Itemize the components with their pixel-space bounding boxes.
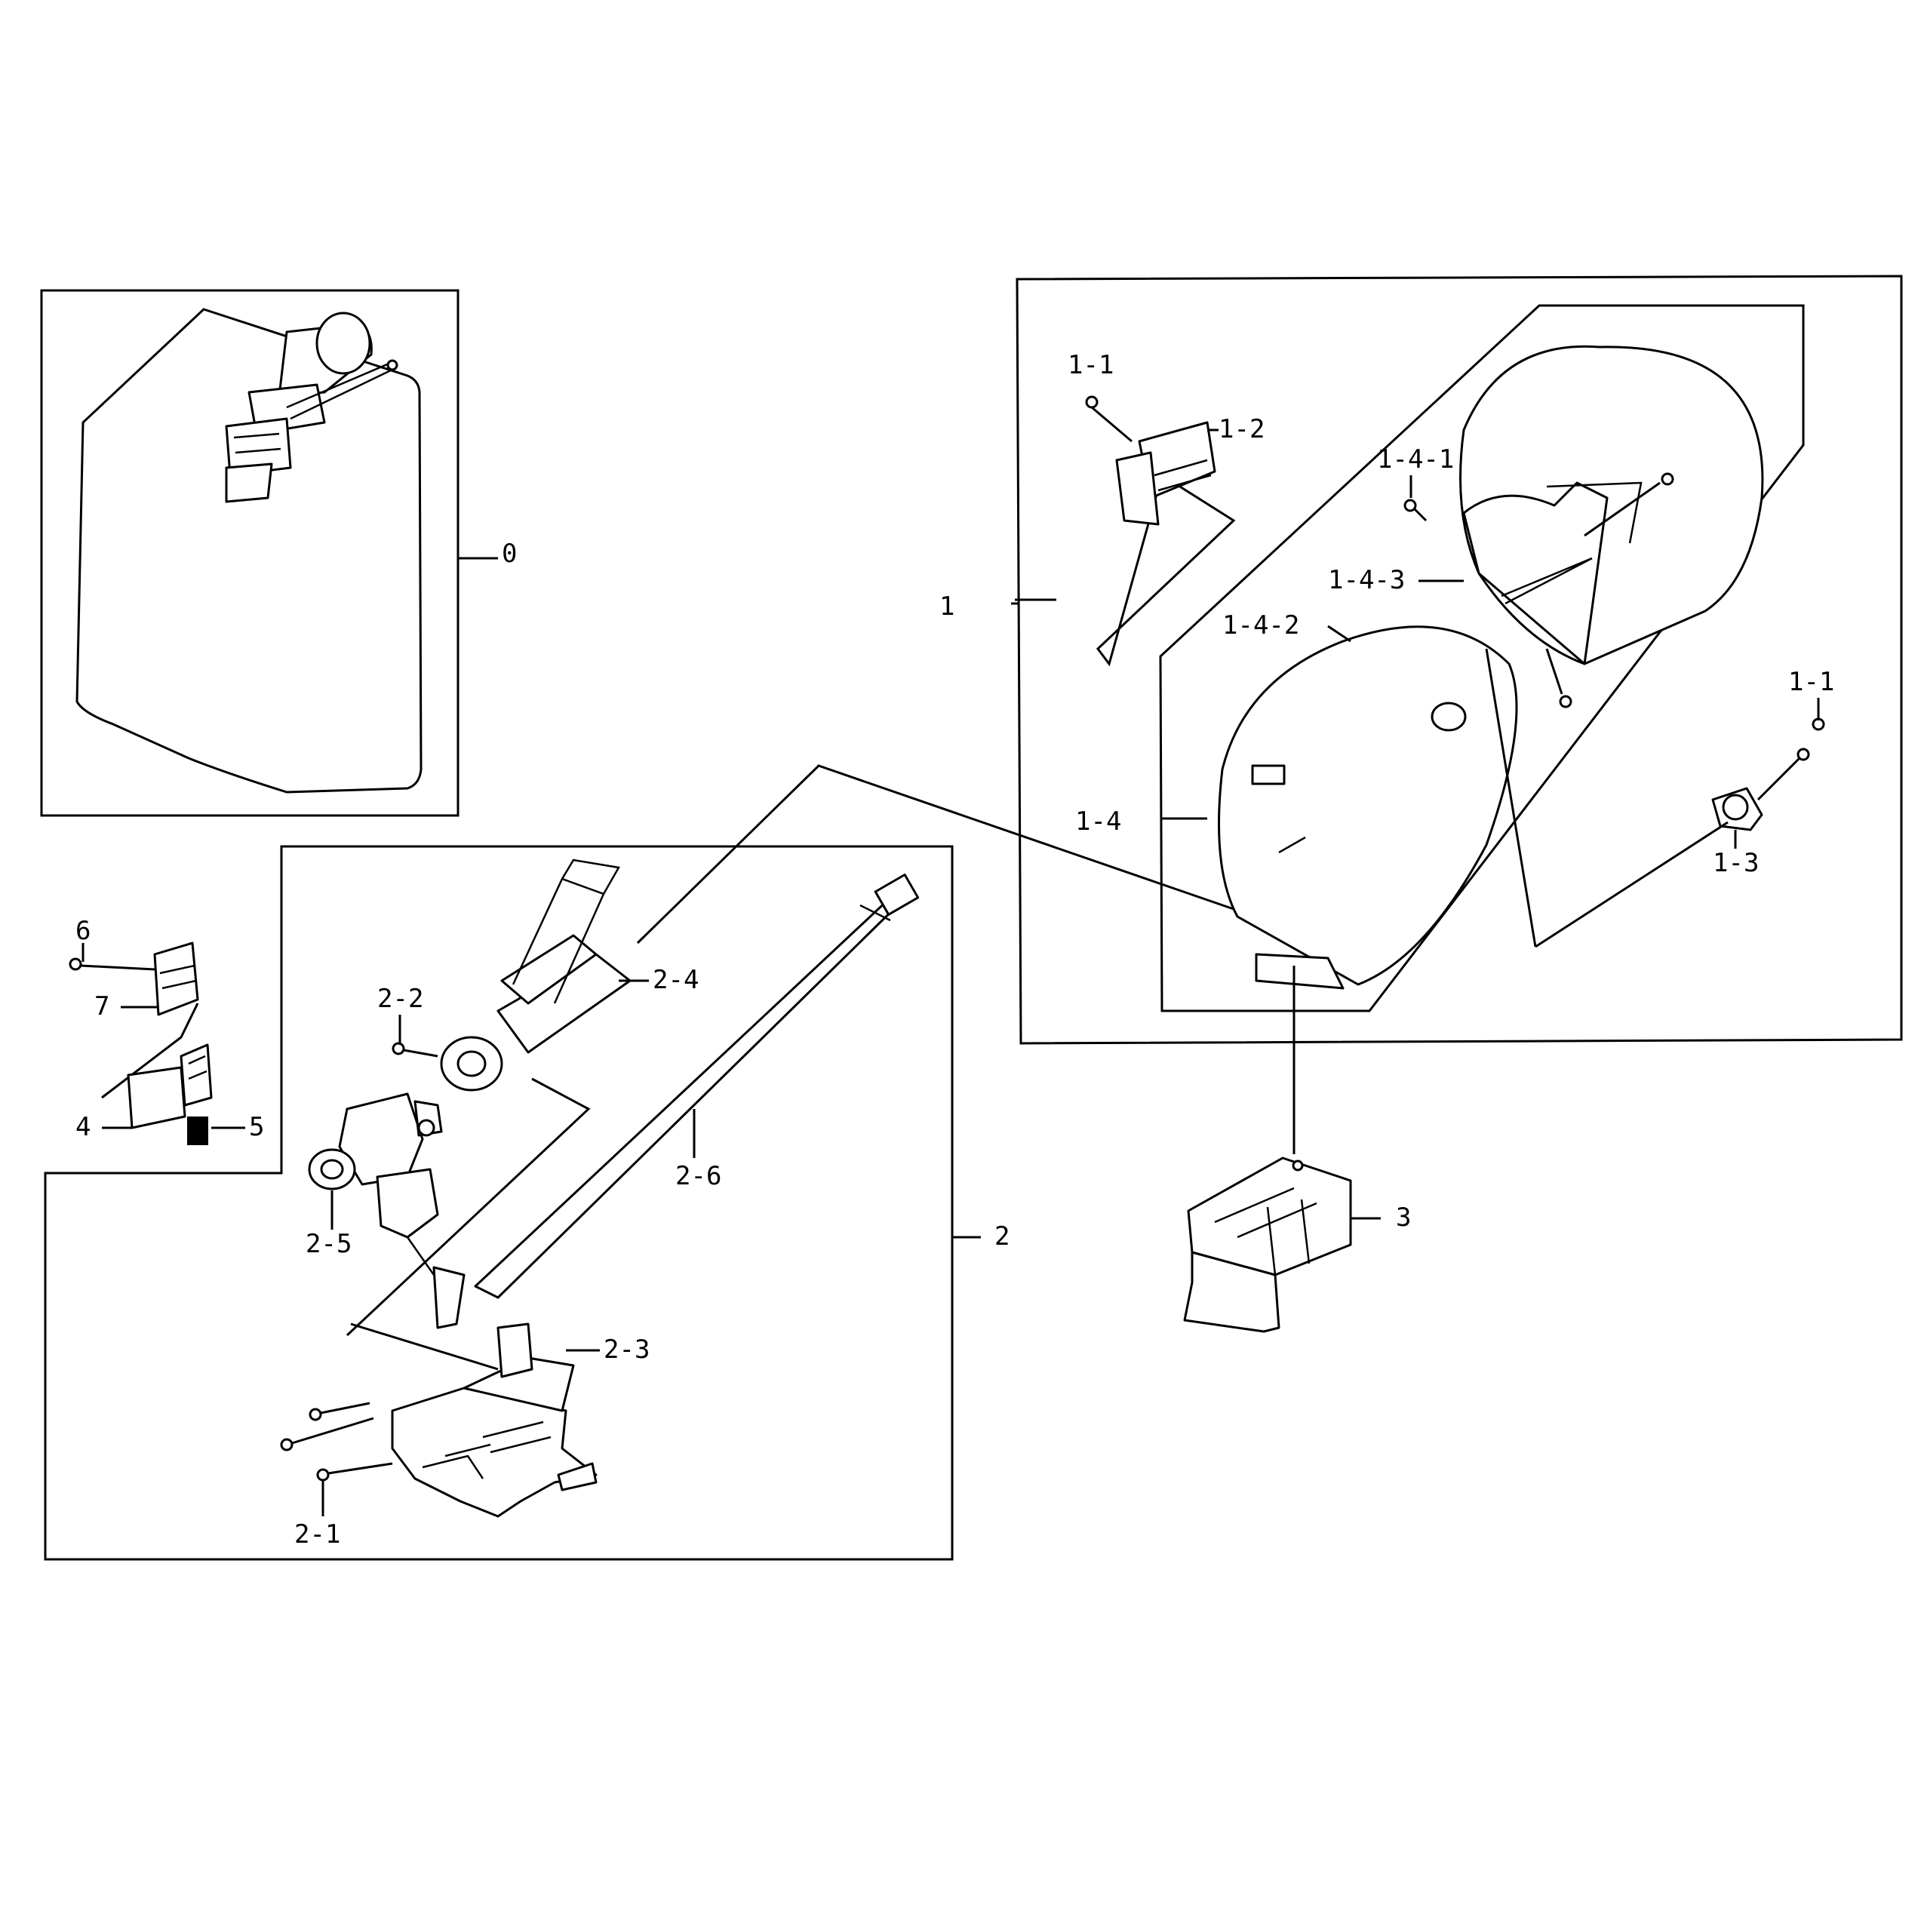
label-4: 4 <box>75 1112 91 1142</box>
group-2-box <box>44 845 981 1561</box>
group-0-box <box>40 289 498 817</box>
duct-front-part <box>1218 625 1518 990</box>
label-7: 7 <box>94 991 109 1021</box>
igniter-4-part <box>127 1043 213 1129</box>
screws-group-2 <box>280 1042 438 1482</box>
label-1: 1 <box>939 591 954 622</box>
bracket-1-2-part <box>1085 395 1216 526</box>
heater-assembly-part <box>225 312 398 503</box>
label-2-4: 2-4 <box>653 965 699 995</box>
group-1-box <box>1011 275 1903 1045</box>
screws-group-1 <box>1403 472 1674 708</box>
bracket-2-3-part <box>350 1322 598 1518</box>
label-5: 5 <box>249 1112 264 1142</box>
igniter-bracket-7-part <box>69 941 199 1016</box>
burner-tube-part <box>346 858 632 1337</box>
label-1-4-3: 1-4-3 <box>1328 565 1405 595</box>
duct-rear-part <box>1459 345 1764 665</box>
label-2-2: 2-2 <box>377 984 423 1014</box>
label-2-5: 2-5 <box>306 1229 352 1259</box>
label-2-3: 2-3 <box>604 1335 650 1365</box>
label-2: 2 <box>994 1221 1010 1252</box>
label-1-4-2: 1-4-2 <box>1222 610 1299 640</box>
label-1-4: 1-4 <box>1075 806 1121 837</box>
label-2-6: 2-6 <box>675 1161 721 1191</box>
label-1-4-1: 1-4-1 <box>1377 444 1454 475</box>
igniter-tube-part <box>474 874 920 1299</box>
label-1-2: 1-2 <box>1219 414 1265 444</box>
label-3: 3 <box>1396 1203 1411 1233</box>
label-1-1a: 1-1 <box>1068 350 1114 380</box>
sensor-5-part <box>187 1117 208 1145</box>
callout-labels: 0 1 1-1 1-2 1-4-1 1-4-3 1-4-2 1-4 1-1 1-… <box>75 350 1834 1550</box>
label-6: 6 <box>75 916 91 946</box>
label-2-1: 2-1 <box>294 1519 340 1550</box>
label-0: 0 <box>502 539 517 569</box>
gas-valve-part <box>308 1092 466 1329</box>
clamp-1-3-part <box>1711 717 1825 831</box>
label-leader-lines <box>81 428 1820 1516</box>
label-1-3: 1-3 <box>1713 848 1759 878</box>
bracket-3-part <box>1183 1156 1352 1333</box>
label-1-1b: 1-1 <box>1788 667 1834 697</box>
